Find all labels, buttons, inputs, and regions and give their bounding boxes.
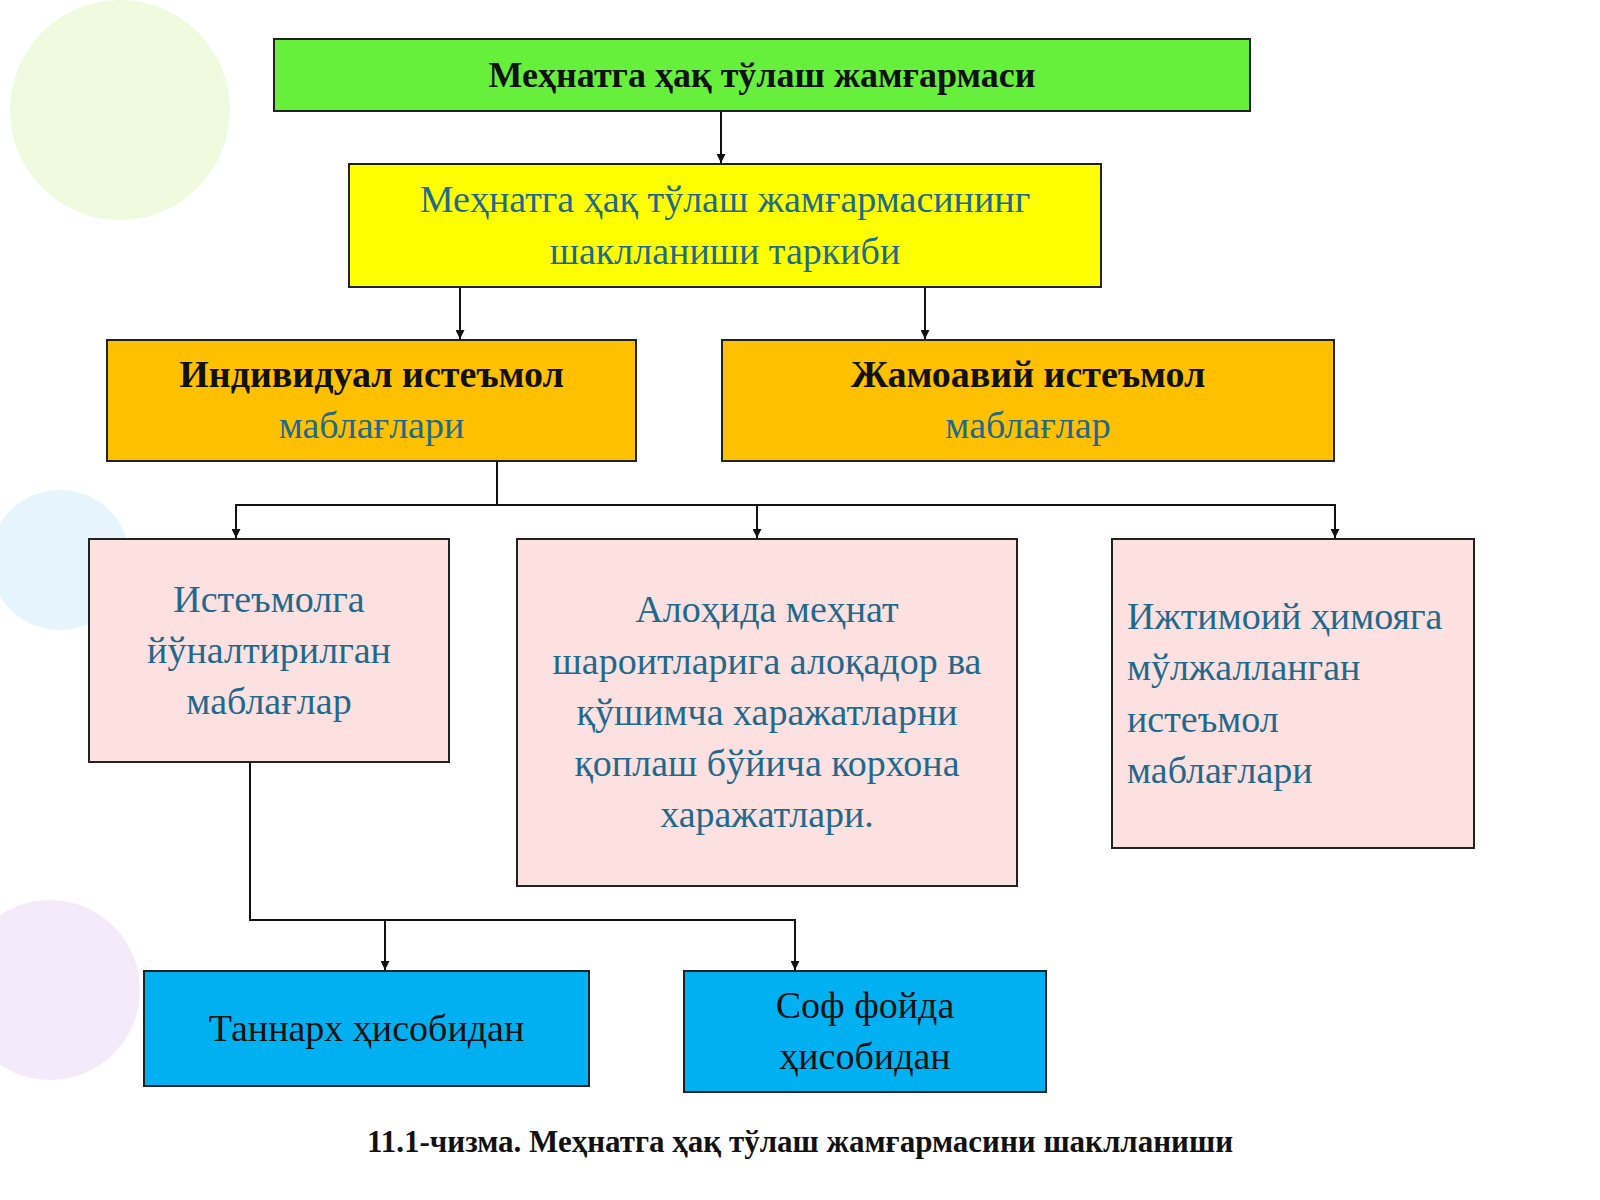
connector-arrow [497, 462, 1335, 538]
connector-arrow [250, 763, 385, 970]
balloon [0, 900, 140, 1080]
box-heading: Жамоавий истеъмол [737, 349, 1319, 400]
title-box: Меҳнатга ҳақ тўлаш жамғармаси [273, 38, 1251, 112]
process-box: Меҳнатга ҳақ тўлаш жамғармасининг шаклла… [348, 163, 1102, 288]
box-heading: Истеъмолга йўналтирилган маблағлар [104, 574, 434, 728]
connector-arrow [459, 288, 461, 339]
process-box: Таннарх ҳисобидан [143, 970, 590, 1087]
connector-arrow [236, 462, 497, 538]
box-heading: Алоҳида меҳнат шароитларига алоқадор ва … [532, 584, 1002, 840]
process-box: Ижтимоий ҳимояга мўлжалланган истеъмол м… [1111, 538, 1475, 849]
process-box: Индивидуал истеъмолмаблағлари [106, 339, 637, 462]
box-heading: Таннарх ҳисобидан [159, 1003, 574, 1054]
connector-arrow [924, 288, 926, 339]
process-box: Соф фойда ҳисобидан [683, 970, 1047, 1093]
process-box: Алоҳида меҳнат шароитларига алоқадор ва … [516, 538, 1018, 887]
box-heading: Соф фойда ҳисобидан [699, 980, 1031, 1083]
box-heading: Меҳнатга ҳақ тўлаш жамғармаси [289, 51, 1235, 100]
connector-arrow [720, 112, 722, 163]
process-box: Истеъмолга йўналтирилган маблағлар [88, 538, 450, 763]
connector-arrow [497, 462, 757, 538]
balloon [10, 0, 230, 220]
figure-caption: 11.1-чизма. Меҳнатга ҳақ тўлаш жамғармас… [0, 1124, 1600, 1160]
box-body: маблағлари [122, 400, 621, 451]
box-heading: Ижтимоий ҳимояга мўлжалланган истеъмол м… [1127, 591, 1459, 796]
box-body: маблағлар [737, 400, 1319, 451]
process-box: Жамоавий истеъмолмаблағлар [721, 339, 1335, 462]
box-heading: Индивидуал истеъмол [122, 349, 621, 400]
box-heading: Меҳнатга ҳақ тўлаш жамғармасининг шаклла… [364, 174, 1086, 277]
